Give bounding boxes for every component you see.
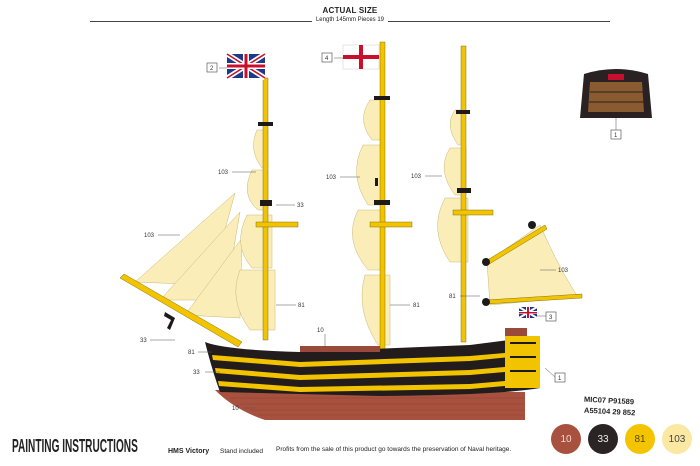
color-callout: 81 (188, 350, 195, 356)
part-callout: 2 (206, 62, 218, 73)
color-callout: 81 (413, 303, 420, 309)
stern-windows (510, 342, 536, 372)
dimensions-text: Length 145mm Pieces 19 (315, 17, 385, 23)
hull-planks (230, 397, 525, 416)
masts (119, 41, 583, 353)
color-callout: 103 (558, 268, 569, 274)
hull-stripes (212, 336, 540, 392)
stern-cabin (505, 328, 527, 336)
stand-note: Stand included (220, 448, 264, 455)
color-callout: 103 (144, 233, 155, 239)
part-callout: 4 (321, 52, 333, 63)
color-callouts: 103 33 103 81 10 33 81 33 10 103 81 103 … (140, 170, 569, 412)
svg-text:1: 1 (558, 376, 562, 382)
size-line-left (90, 21, 312, 22)
stern-view-part (580, 69, 652, 118)
paint-swatch-33: 33 (588, 424, 618, 454)
profits-note: Profits from the sale of this product go… (276, 446, 512, 453)
size-line-right (388, 21, 610, 22)
svg-text:4: 4 (325, 56, 329, 62)
svg-text:1: 1 (614, 133, 618, 139)
svg-text:3: 3 (549, 315, 553, 321)
union-flag-fore (225, 51, 267, 81)
paint-swatch-81: 81 (625, 424, 655, 454)
union-flag-stern (518, 306, 538, 319)
part-callouts: 2 4 3 1 1 (206, 52, 622, 383)
color-callout: 10 (232, 406, 239, 412)
color-callout: 103 (411, 174, 422, 180)
part-callout: 1 (610, 129, 622, 140)
page-title: PAINTING INSTRUCTIONS (12, 436, 138, 456)
color-callout: 33 (193, 370, 200, 376)
paint-swatch-103: 103 (662, 424, 692, 454)
svg-text:2: 2 (210, 66, 214, 72)
color-callout: 81 (449, 294, 456, 300)
lower-hull (215, 390, 525, 420)
color-callout: 103 (326, 175, 337, 181)
sails (134, 99, 579, 346)
part-callout: 1 (554, 372, 566, 383)
actual-size-heading: ACTUAL SIZE (322, 6, 378, 15)
deck (300, 346, 380, 352)
color-callout: 10 (317, 328, 324, 334)
leader-lines (150, 57, 617, 409)
st-george-flag (342, 44, 380, 70)
color-callout: 81 (298, 303, 305, 309)
color-callout: 103 (218, 170, 229, 176)
ship-name: HMS Victory (168, 448, 210, 455)
paint-swatch-10: 10 (551, 424, 581, 454)
upper-hull (205, 336, 540, 396)
mast-fittings (164, 96, 536, 330)
color-callout: 33 (140, 338, 147, 344)
part-callout: 3 (545, 311, 557, 322)
color-callout: 33 (297, 203, 304, 209)
